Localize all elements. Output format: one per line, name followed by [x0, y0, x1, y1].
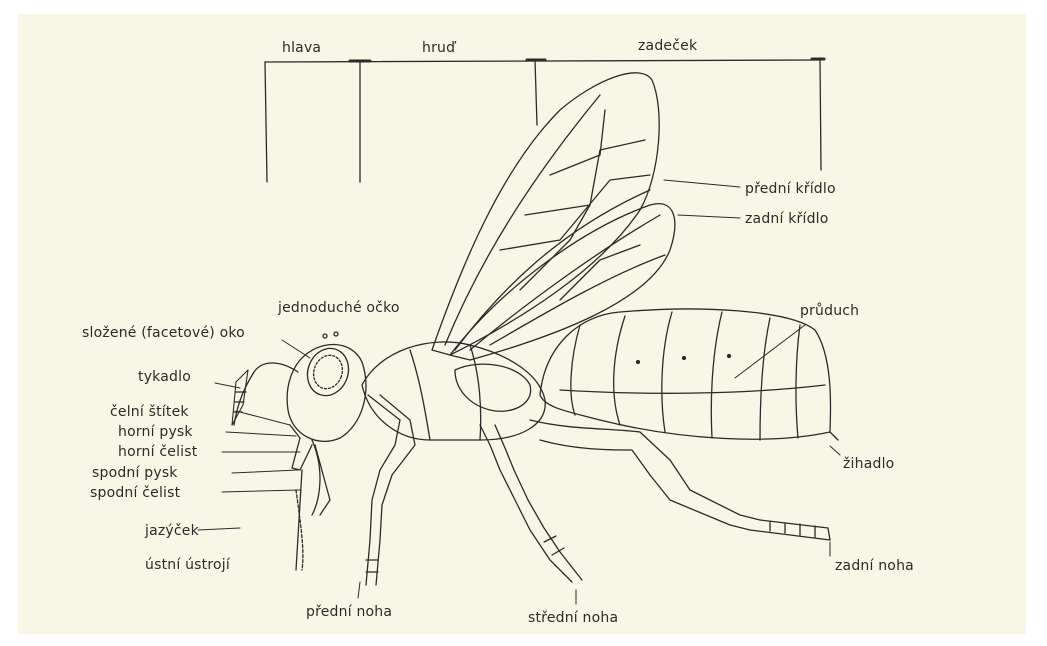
label-compound-eye: složené (facetové) oko	[82, 325, 245, 341]
segment-brackets	[265, 58, 824, 182]
label-labium: spodní pysk	[92, 465, 178, 481]
label-sting: žihadlo	[843, 456, 894, 472]
hind-wing-drawing	[450, 204, 675, 360]
antenna-drawing	[232, 363, 298, 425]
segment-label-abdomen: zadeček	[638, 38, 697, 54]
abdomen-drawing	[540, 309, 838, 440]
segment-label-head: hlava	[282, 40, 321, 56]
head-drawing	[287, 332, 366, 570]
fore-leg-drawing	[366, 395, 415, 585]
label-clypeus: čelní štítek	[110, 404, 189, 420]
label-spiracle: průduch	[800, 303, 859, 319]
label-hind-leg: zadní noha	[835, 558, 914, 574]
label-fore-wing: přední křídlo	[745, 181, 836, 197]
label-antenna: tykadlo	[138, 369, 191, 385]
label-middle-leg: střední noha	[528, 610, 618, 626]
label-labrum: horní pysk	[118, 424, 193, 440]
segment-label-thorax: hruď	[422, 40, 455, 56]
thorax-drawing	[362, 342, 545, 440]
label-mouthparts: ústní ústrojí	[145, 557, 230, 573]
label-hind-wing: zadní křídlo	[745, 211, 829, 227]
label-tongue: jazýček	[145, 523, 199, 539]
label-fore-leg: přední noha	[306, 604, 392, 620]
label-maxilla: spodní čelist	[90, 485, 180, 501]
middle-leg-drawing	[480, 425, 582, 582]
label-mandible: horní čelist	[118, 444, 197, 460]
label-ocellus: jednoduché očko	[278, 300, 400, 316]
